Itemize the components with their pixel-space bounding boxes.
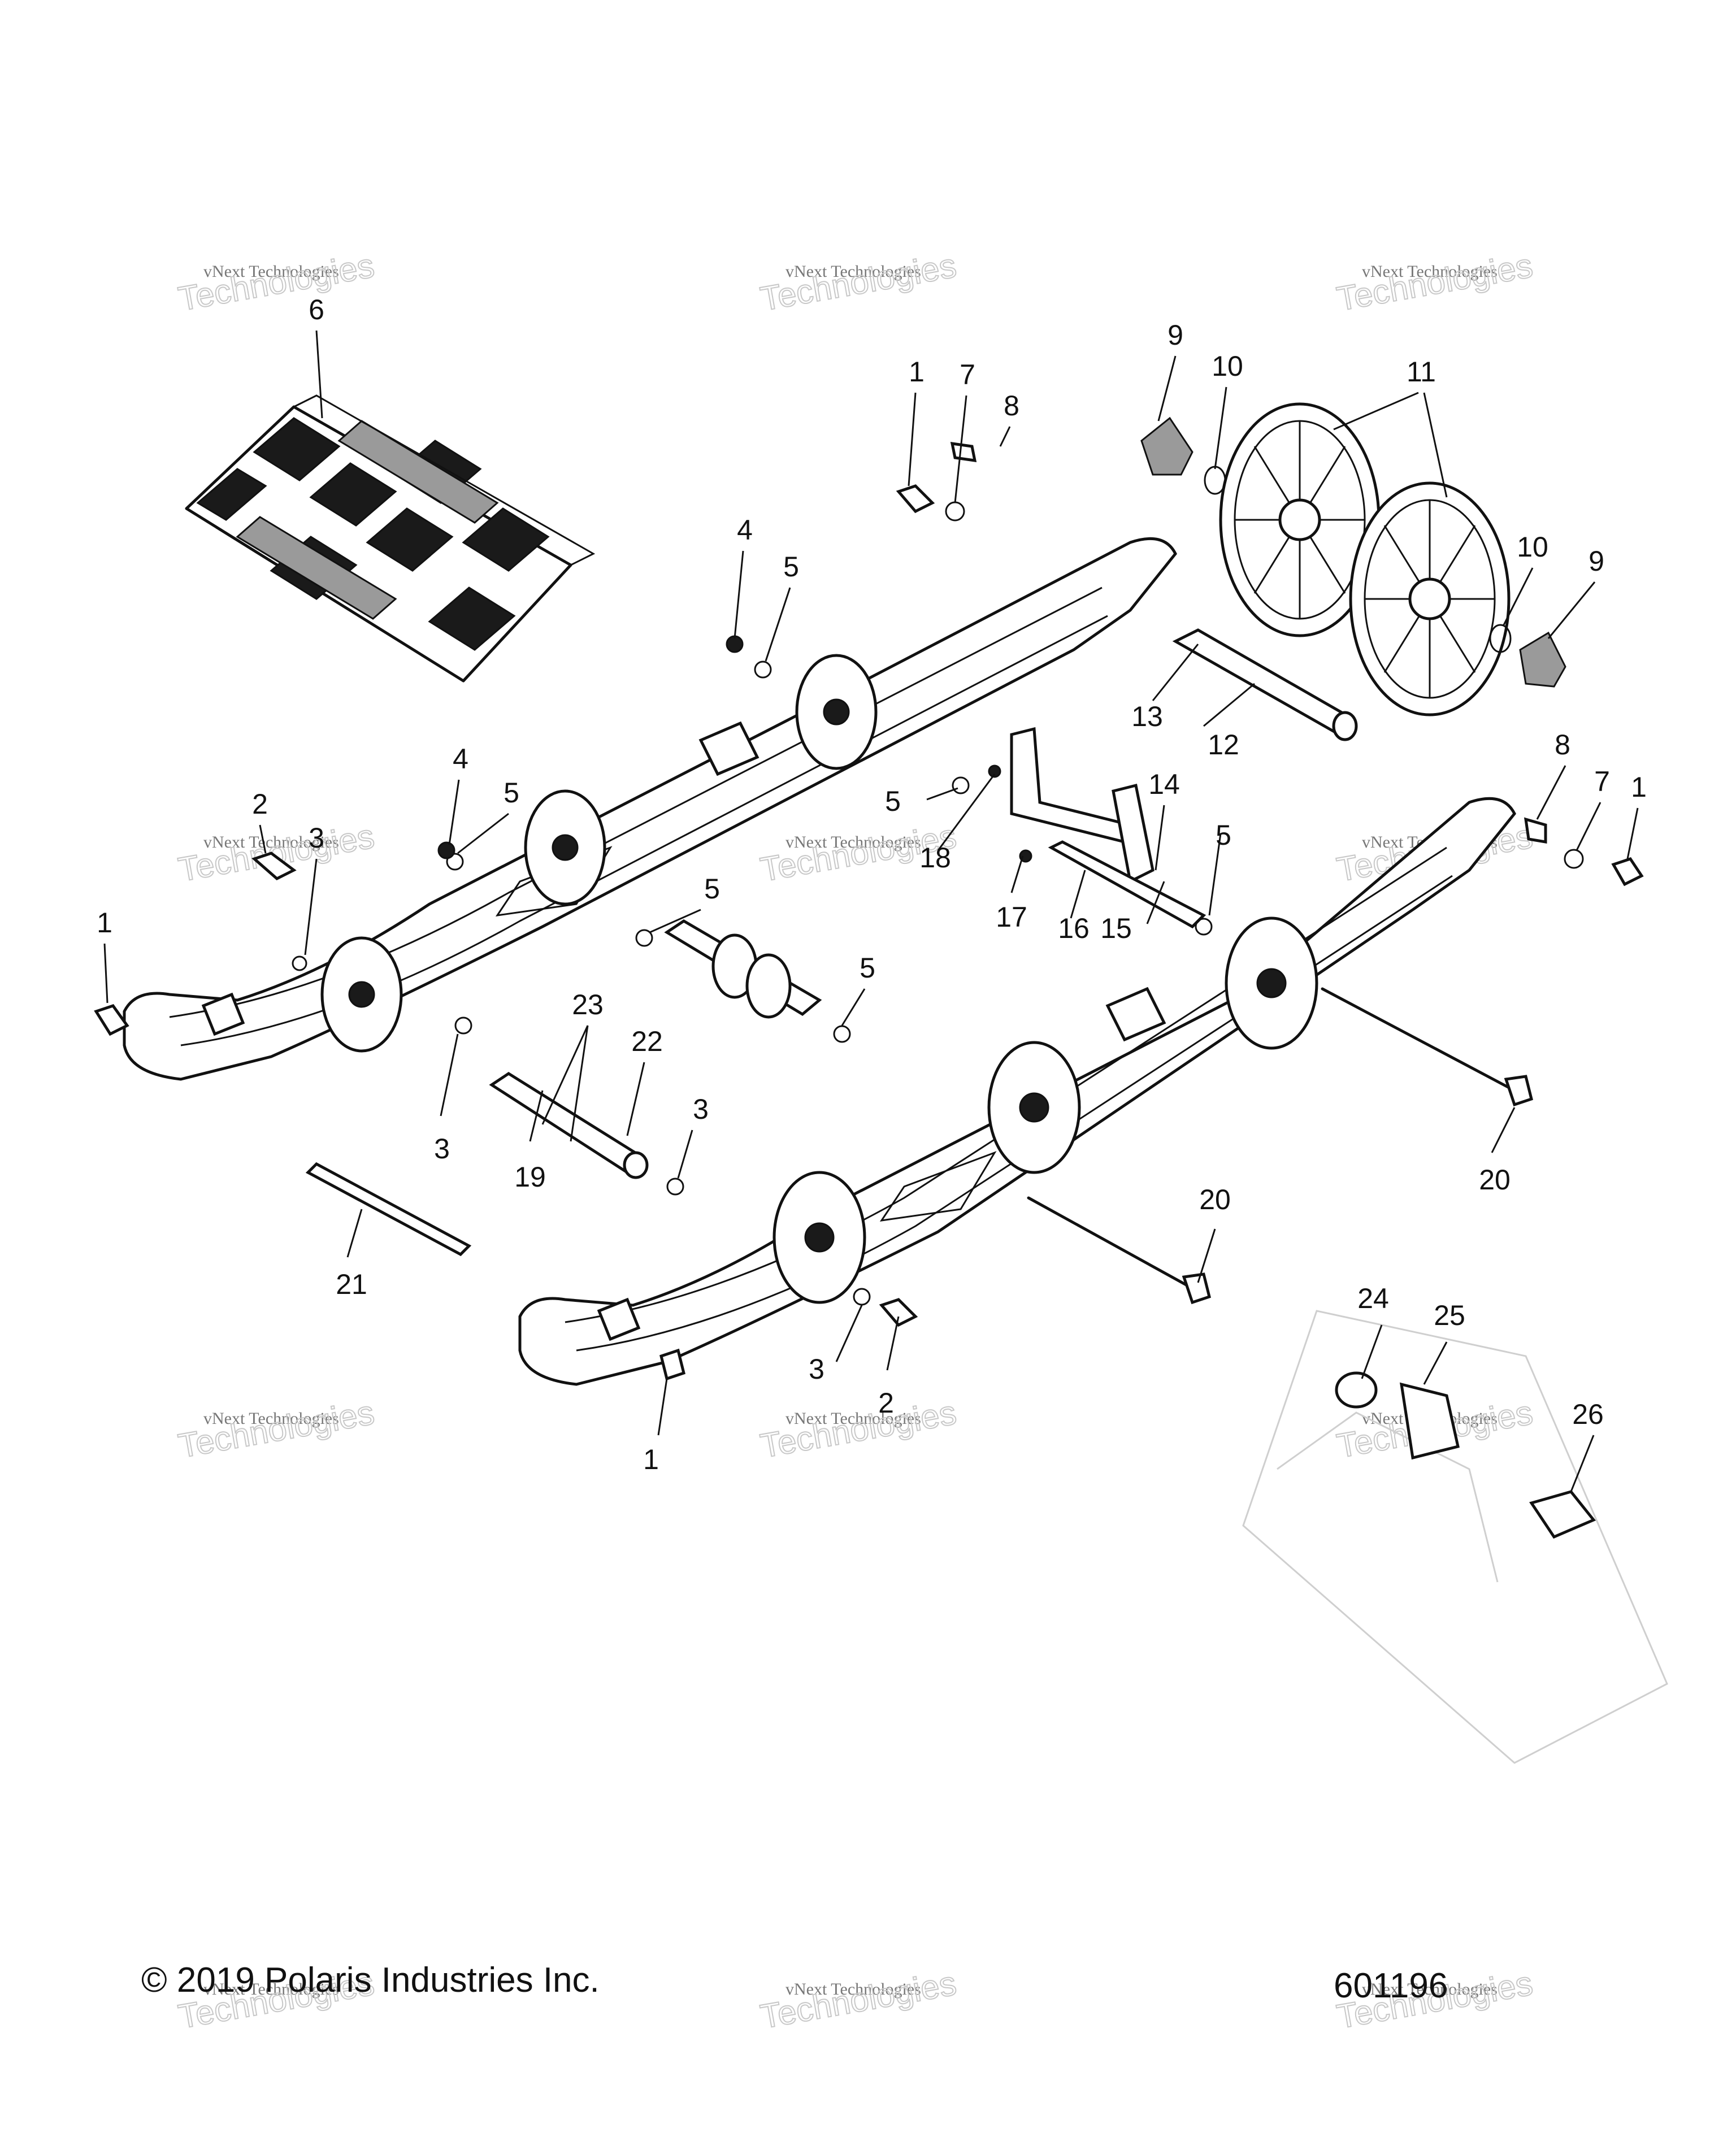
callout-number: 11 [1407,356,1436,388]
part-shaft [489,1072,649,1179]
watermark: vNext Technologies Technologies [1334,246,1537,319]
watermark-text: Technologies [758,1393,960,1465]
callout-number: 2 [878,1387,894,1419]
part-skid-pad [185,394,596,683]
part-bracket [988,727,1206,929]
callout-number: 17 [996,901,1027,933]
watermark-text: Technologies [758,1964,960,2036]
callout-number: 9 [1589,545,1604,577]
callout-number: 14 [1148,768,1180,800]
watermark-text: vNext Technologies [203,833,339,852]
part-axle [1172,628,1358,741]
callout-number: 9 [1168,319,1183,351]
watermark: vNext Technologies Technologies [757,246,960,319]
part-idler-wheels [1219,402,1511,716]
callout-number: 8 [1555,729,1570,761]
callout-number: 5 [860,952,875,984]
part-center-shaft [664,919,822,1019]
callout-number: 5 [885,785,901,817]
watermark-text: vNext Technologies [785,262,921,281]
callout-number: 1 [909,356,925,388]
part-long-bolts [1027,987,1533,1305]
callout-number: 7 [960,359,975,390]
part-inset [1242,1310,1668,1764]
watermark-text: Technologies [176,1393,377,1465]
callout-number: 5 [783,551,799,583]
callout-number: 15 [1100,913,1132,944]
callout-number: 21 [336,1269,367,1300]
watermark-text: vNext Technologies [785,833,921,852]
watermark: vNext Technologies Technologies [757,1393,960,1466]
watermark-text: vNext Technologies [785,1409,921,1428]
callout-number: 2 [252,788,268,820]
callout-number: 10 [1212,350,1243,382]
callout-number: 3 [693,1093,709,1125]
callout-number: 3 [809,1353,824,1385]
callout-number: 1 [97,907,112,939]
callout-number: 3 [434,1133,450,1165]
watermark: vNext Technologies Technologies [757,1963,960,2036]
callout-number: 5 [1216,819,1231,851]
callout-number: 12 [1208,729,1239,761]
watermark: vNext Technologies Technologies [175,246,378,319]
callout-number: 18 [919,842,951,874]
watermark-text: vNext Technologies [785,1980,921,1999]
callout-number: 13 [1131,701,1163,732]
callout-labels: 6 1 7 8 9 10 11 10 9 4 5 13 12 4 5 5 18 … [97,294,1647,1475]
callout-number: 23 [572,989,604,1020]
diagram-number: 601196 [1334,1966,1448,2005]
watermark-text: vNext Technologies [203,1980,339,1999]
callout-number: 5 [504,777,519,809]
watermark-text: vNext Technologies [1362,1980,1498,1999]
callout-number: 26 [1572,1398,1604,1430]
callout-number: 20 [1479,1164,1511,1196]
callout-number: 5 [704,873,720,905]
watermark-text: vNext Technologies [1362,262,1498,281]
callout-number: 16 [1058,913,1090,944]
part-rail-right [518,797,1516,1386]
callout-number: 4 [737,514,753,546]
watermark-text: Technologies [176,246,377,318]
copyright-text: © 2019 Polaris Industries Inc. [141,1961,600,2000]
part-fasteners [94,442,1644,1381]
callout-number: 25 [1434,1300,1465,1331]
diagram-footer: © 2019 Polaris Industries Inc. 601196 [141,1961,1448,2005]
callout-number: 7 [1594,766,1610,797]
part-rail-left [123,537,1177,1081]
callout-number: 6 [309,294,324,325]
watermark-text: vNext Technologies [203,1409,339,1428]
watermark: vNext Technologies Technologies [175,1393,378,1466]
callout-number: 10 [1517,531,1548,563]
watermark-text: Technologies [758,246,960,318]
callout-number: 4 [453,743,468,775]
callout-number: 8 [1004,390,1019,422]
callout-number: 1 [1631,771,1647,803]
callout-number: 24 [1357,1283,1389,1314]
callout-number: 19 [514,1161,546,1193]
callout-number: 20 [1199,1184,1231,1215]
part-hub-caps [1140,416,1566,688]
part-rod [305,1162,472,1257]
watermark-text: Technologies [1334,246,1536,318]
callout-number: 22 [631,1026,663,1057]
callout-number: 1 [643,1444,659,1475]
watermark-text: vNext Technologies [203,262,339,281]
callout-number: 3 [309,822,324,854]
leader-lines [103,330,1639,1492]
